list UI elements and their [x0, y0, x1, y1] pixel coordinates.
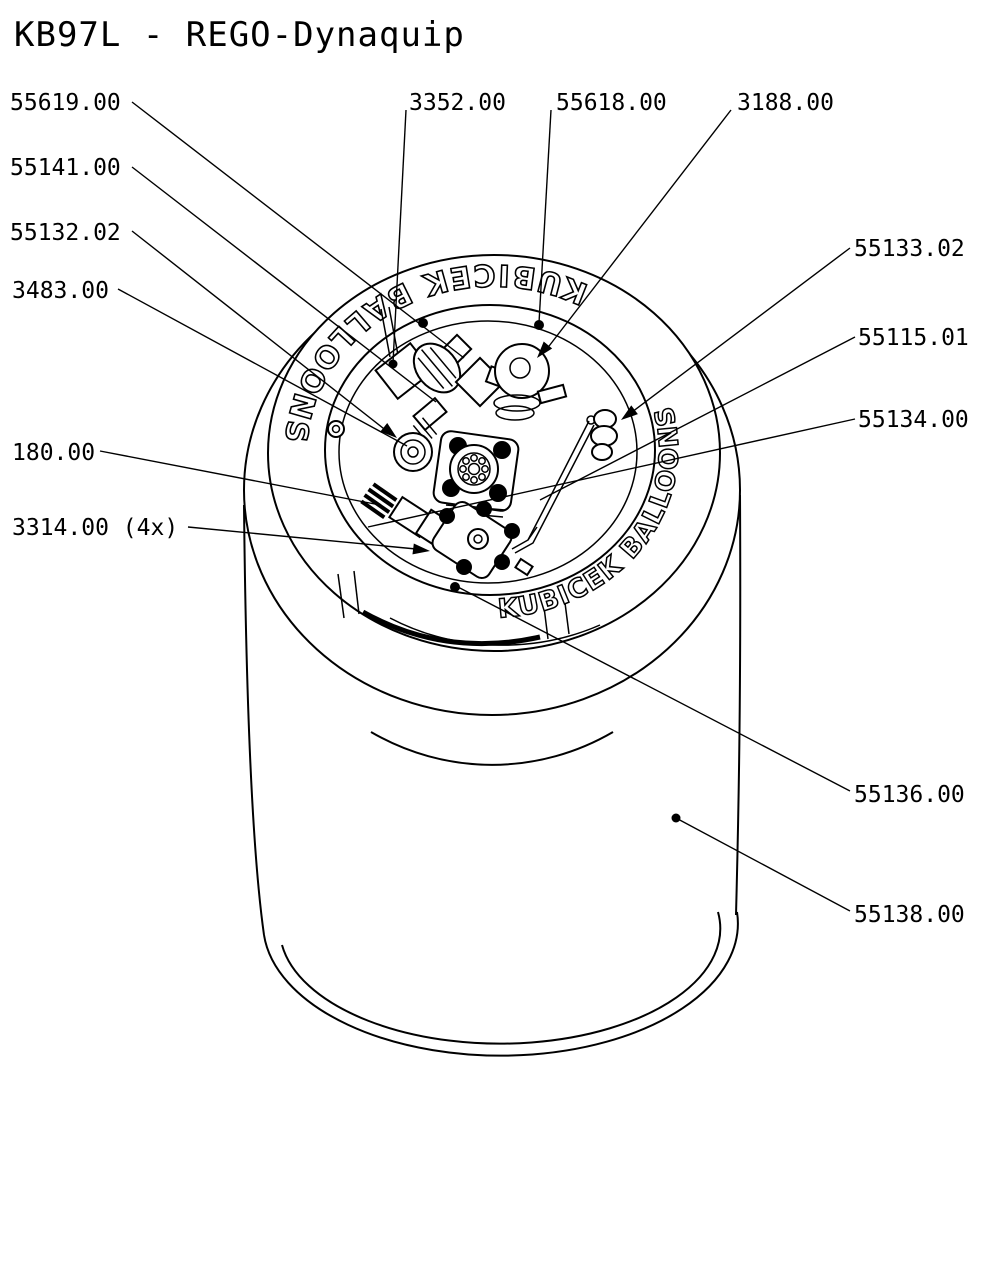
- leader-55618: [538, 109, 552, 324]
- part-label-3314: 3314.00 (4x): [12, 515, 178, 541]
- valve-handwheel: [412, 342, 462, 394]
- part-label-3483: 3483.00: [12, 278, 109, 304]
- part-label-3188: 3188.00: [737, 90, 834, 116]
- lever-rod-line-b: [514, 424, 595, 554]
- leader-dot-55138: [671, 813, 681, 823]
- part-label-3352: 3352.00: [409, 90, 506, 116]
- relief-bolt: [504, 523, 520, 539]
- plug-outer: [327, 420, 345, 438]
- leader-dot-3352: [388, 359, 398, 369]
- leader-3188: [545, 109, 732, 351]
- valve-outlet-ring-hole: [407, 446, 419, 458]
- relief-valve: [360, 482, 534, 580]
- cylinder-bottom-outer: [263, 911, 739, 1057]
- handle-slot-right-a: [542, 598, 549, 640]
- cylinder-bottom-inner: [281, 911, 722, 1045]
- lever-rod-line-a: [511, 420, 590, 550]
- gauge-bezel-lower: [495, 405, 535, 421]
- relief-bolt: [476, 501, 492, 517]
- part-label-55619: 55619.00: [10, 90, 121, 116]
- flange-bolt: [493, 441, 511, 459]
- plate-bolt-dot: [450, 582, 460, 592]
- relief-bolt: [439, 508, 455, 524]
- leader-55136: [455, 585, 851, 792]
- relief-center-hole: [473, 534, 483, 544]
- leader-55141: [131, 166, 437, 403]
- cylinder-left-side: [243, 504, 265, 936]
- leader-55132: [131, 230, 389, 433]
- part-label-55133: 55133.02: [854, 236, 965, 262]
- part-label-55132: 55132.02: [10, 220, 121, 246]
- flange-hub-holes: [459, 454, 489, 484]
- rego-valve: [374, 306, 473, 472]
- ring-fitting-mid: [590, 425, 618, 447]
- handle-slot-left-a: [337, 573, 345, 619]
- arrowhead-55133: [621, 405, 638, 420]
- relief-bolt: [494, 554, 510, 570]
- relief-bolt: [456, 559, 472, 575]
- flange-hub-ring: [457, 452, 491, 486]
- gauge-face: [494, 343, 550, 399]
- leader-3483: [117, 288, 408, 447]
- arrowhead-55132: [380, 423, 397, 438]
- leader-55138: [675, 817, 851, 912]
- relief-center: [467, 528, 489, 550]
- cylinder-right-side: [735, 494, 742, 916]
- leader-lines: [99, 101, 856, 912]
- gauge-side-tab: [536, 383, 568, 405]
- leader-3314: [187, 526, 417, 550]
- lever-rod: [511, 415, 596, 554]
- flange-hub: [449, 444, 499, 494]
- lever-foot: [527, 526, 538, 541]
- leader-3352: [392, 109, 407, 364]
- arrowhead-3314: [412, 543, 430, 555]
- center-flange: [432, 430, 520, 518]
- handle-slot-left-b: [353, 570, 360, 615]
- part-label-55138: 55138.00: [854, 902, 965, 928]
- relief-spring: [360, 482, 398, 520]
- valve-vent-pipe: [380, 306, 399, 358]
- page-title: KB97L - REGO-Dynaquip: [14, 15, 465, 55]
- part-label-55136: 55136.00: [854, 782, 965, 808]
- gauge-center-hole: [509, 357, 531, 379]
- valve-outlet-ring: [393, 432, 433, 472]
- leader-55134: [367, 418, 856, 528]
- cylinder-seam-arc: [370, 731, 614, 766]
- leader-55619: [131, 101, 465, 359]
- plate-bolt-dot: [534, 320, 544, 330]
- ring-fitting: [590, 409, 618, 461]
- plate-bolt-dot: [418, 318, 428, 328]
- arrowhead-3188: [537, 341, 553, 358]
- ring-fitting-bottom: [591, 443, 613, 461]
- part-label-180: 180.00: [12, 440, 95, 466]
- plug-fitting: [327, 420, 345, 438]
- leader-55115: [539, 336, 856, 501]
- part-label-55141: 55141.00: [10, 155, 121, 181]
- plug-inner: [331, 424, 341, 434]
- leader-180: [99, 450, 381, 506]
- cap-plate-circle: [338, 320, 638, 584]
- pressure-gauge: [454, 343, 568, 421]
- collar-inner-shadow-arc: [361, 609, 541, 647]
- leader-55133: [631, 247, 851, 413]
- relief-tail-nut: [514, 557, 534, 577]
- handle-slot-right-b: [563, 594, 570, 635]
- part-label-55115: 55115.01: [858, 325, 969, 351]
- part-label-55134: 55134.00: [858, 407, 969, 433]
- part-label-55618: 55618.00: [556, 90, 667, 116]
- valve-outlet-ring-mid: [400, 439, 426, 465]
